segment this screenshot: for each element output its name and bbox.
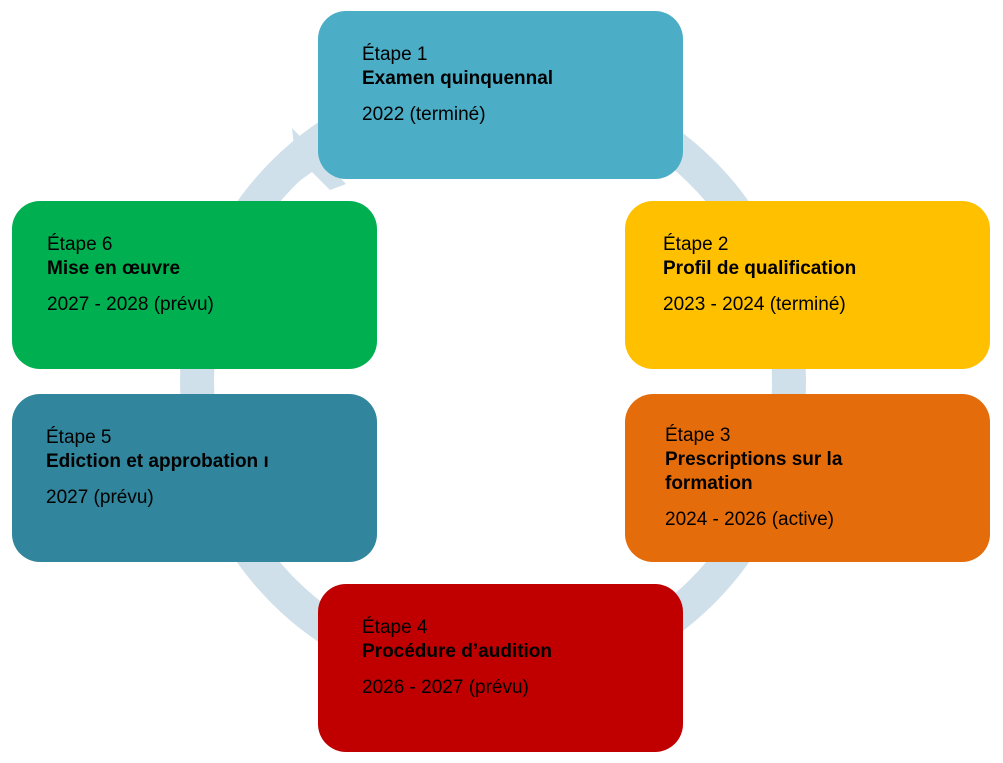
step-4-title: Procédure d’audition bbox=[362, 641, 553, 662]
step-5-label: Étape 5 bbox=[46, 427, 112, 448]
step-6-card: Étape 6 Mise en œuvre 2027 - 2028 (prévu… bbox=[12, 201, 377, 369]
step-3-title: Prescriptions sur la formation bbox=[665, 449, 843, 494]
step-5-date: 2027 (prévu) bbox=[46, 487, 154, 508]
step-4-card: Étape 4 Procédure d’audition 2026 - 2027… bbox=[318, 584, 683, 752]
step-2-title: Profil de qualification bbox=[663, 258, 857, 279]
step-6-title: Mise en œuvre bbox=[47, 258, 181, 279]
step-6-label: Étape 6 bbox=[47, 234, 113, 255]
step-2-label: Étape 2 bbox=[663, 234, 729, 255]
step-4-date: 2026 - 2027 (prévu) bbox=[362, 677, 529, 698]
step-1-date: 2022 (terminé) bbox=[362, 104, 486, 125]
step-1-title: Examen quinquennal bbox=[362, 68, 554, 89]
step-3-card: Étape 3 Prescriptions sur la formation 2… bbox=[625, 394, 990, 562]
step-1-card: Étape 1 Examen quinquennal 2022 (terminé… bbox=[318, 11, 683, 179]
step-4-label: Étape 4 bbox=[362, 617, 428, 638]
step-5-card: Étape 5 Ediction et approbation ı 2027 (… bbox=[12, 394, 377, 562]
step-1-label: Étape 1 bbox=[362, 44, 428, 65]
step-2-date: 2023 - 2024 (terminé) bbox=[663, 294, 846, 315]
step-5-title: Ediction et approbation ı bbox=[46, 451, 269, 472]
step-3-label: Étape 3 bbox=[665, 425, 731, 446]
step-6-date: 2027 - 2028 (prévu) bbox=[47, 294, 214, 315]
step-2-card: Étape 2 Profil de qualification 2023 - 2… bbox=[625, 201, 990, 369]
step-3-date: 2024 - 2026 (active) bbox=[665, 509, 834, 530]
